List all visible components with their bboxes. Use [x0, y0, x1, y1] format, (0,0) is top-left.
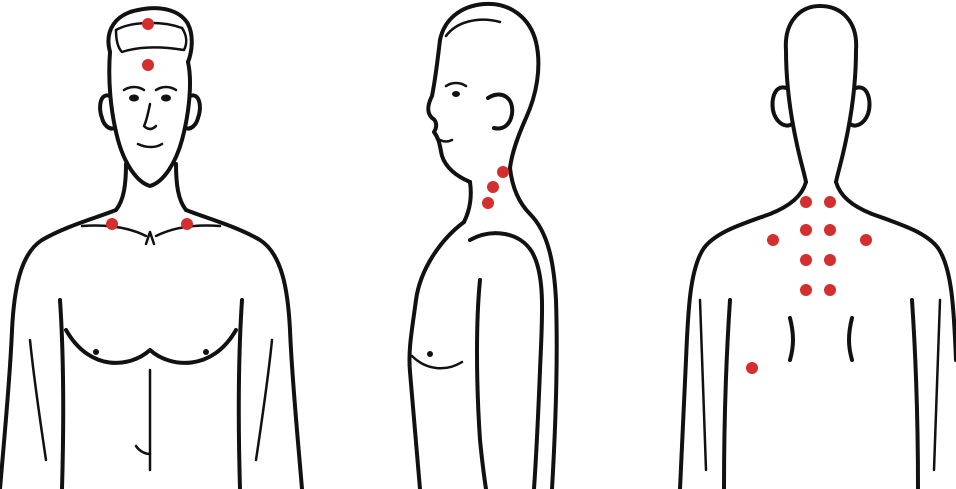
front-right-shoulder-arm	[186, 210, 302, 489]
front-neck-right	[176, 164, 186, 210]
back-head-right	[786, 6, 856, 182]
side-throat	[464, 182, 471, 222]
front-forehead	[116, 28, 186, 52]
side-eye	[452, 91, 460, 97]
side-hairline	[446, 20, 500, 36]
side-ear	[488, 95, 512, 129]
back-point-spine-left-2	[800, 224, 812, 236]
front-collar-notch	[146, 232, 154, 244]
side-point-neck-1	[497, 166, 509, 178]
back-point-spine-right-2	[824, 224, 836, 236]
front-point-forehead	[142, 18, 154, 30]
front-arm-crease-right	[256, 340, 272, 460]
front-eye-left	[129, 95, 139, 102]
front-hair	[108, 8, 191, 62]
front-mouth	[138, 144, 162, 147]
back-point-spine-right-3	[824, 254, 836, 266]
front-eye-right	[161, 95, 171, 102]
front-brow-right	[156, 87, 176, 90]
front-point-shoulder-right	[181, 218, 193, 230]
back-arm-crease-left	[700, 300, 706, 470]
front-neck-left	[116, 164, 126, 210]
back-scapula-left	[790, 318, 793, 360]
front-brow-left	[124, 87, 144, 90]
side-figure	[409, 4, 556, 489]
front-left-shoulder-arm	[0, 210, 116, 489]
back-head-left	[786, 50, 806, 182]
front-figure	[0, 8, 302, 489]
side-back	[510, 168, 557, 489]
front-inner-arm-right	[239, 300, 242, 489]
back-point-lower-back-left	[746, 362, 758, 374]
side-arm-front	[477, 280, 486, 489]
front-navel	[136, 446, 150, 454]
side-mouth	[440, 140, 452, 142]
back-inner-arm-left	[724, 300, 730, 489]
back-point-shoulder-left	[767, 234, 779, 246]
back-left-shoulder-arm	[680, 182, 806, 489]
front-inner-arm-left	[60, 300, 63, 489]
back-point-shoulder-right	[860, 234, 872, 246]
back-figure	[680, 6, 956, 489]
front-point-shoulder-left	[106, 218, 118, 230]
back-inner-arm-right	[912, 300, 918, 489]
back-point-spine-right-4	[824, 284, 836, 296]
front-nose	[144, 104, 156, 129]
front-point-brow	[142, 59, 154, 71]
back-point-spine-left-4	[800, 284, 812, 296]
front-chest	[66, 330, 236, 363]
front-nipple-left	[93, 349, 99, 355]
back-arm-crease-right	[934, 300, 940, 470]
side-chest-fold	[412, 356, 462, 368]
side-brow	[446, 83, 466, 86]
side-front-torso	[409, 222, 464, 489]
side-point-neck-3	[482, 197, 494, 209]
side-nipple	[427, 351, 433, 357]
back-scapula-right	[849, 318, 852, 360]
back-point-neck-left-1	[800, 196, 812, 208]
back-point-spine-left-3	[800, 254, 812, 266]
front-nipple-right	[203, 349, 209, 355]
side-face-profile	[428, 40, 470, 182]
back-point-neck-right-1	[824, 196, 836, 208]
side-point-neck-2	[487, 181, 499, 193]
front-arm-crease-left	[30, 340, 46, 460]
